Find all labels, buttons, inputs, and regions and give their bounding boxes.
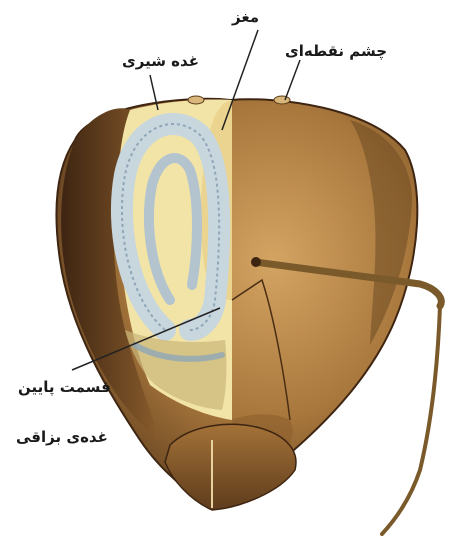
antenna-flagellum [382,306,440,534]
leader-ocelli [285,60,300,100]
label-salivary-lower-line2: غده‌ی بزاقی [16,428,108,446]
label-royal-jelly-gland: غده شیری [122,52,199,70]
label-ocelli: چشم نقطه‌ای [285,42,387,60]
label-salivary-lower-line1: قسمت پایین [18,378,111,396]
mandibles [165,424,296,510]
ocellus-left [188,96,204,104]
antenna-socket [251,257,261,267]
ocellus-right [274,96,290,104]
label-brain: مغز [232,8,259,26]
